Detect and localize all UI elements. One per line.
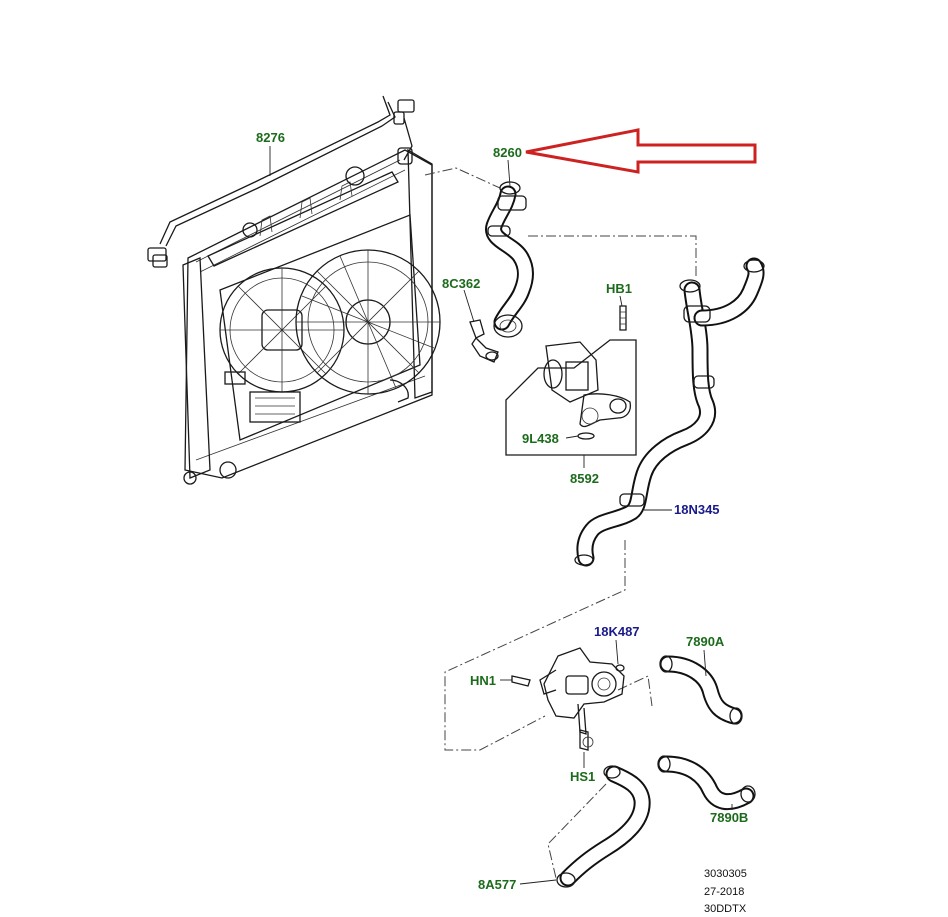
assembly-line-radiator-to-8260 xyxy=(424,167,501,189)
label-18K487: 18K487 xyxy=(594,624,640,639)
assembly-line-to-8A577 xyxy=(547,783,607,879)
reference-number: 3030305 xyxy=(704,868,747,880)
label-HB1: HB1 xyxy=(606,281,632,296)
leader-18K487 xyxy=(615,639,619,665)
leader-7890A xyxy=(703,649,707,677)
label-9L438: 9L438 xyxy=(522,431,559,446)
assembly-line-to-lower-group xyxy=(444,540,626,751)
hose-7890B xyxy=(657,755,756,811)
callout-arrow xyxy=(525,128,757,174)
label-7890A: 7890A xyxy=(686,634,725,649)
hose-18N345 xyxy=(574,257,765,567)
label-7890B: 7890B xyxy=(710,810,748,825)
sensor-harness-8276 xyxy=(147,95,415,268)
label-HN1: HN1 xyxy=(470,673,496,688)
label-8276: 8276 xyxy=(256,130,285,145)
clip-8C362 xyxy=(469,319,499,363)
leader-HB1 xyxy=(619,295,623,307)
leader-8260 xyxy=(507,159,511,187)
leader-8C362 xyxy=(463,289,475,323)
label-8592: 8592 xyxy=(570,471,599,486)
label-8A577: 8A577 xyxy=(478,877,516,892)
hose-8A577 xyxy=(556,765,651,888)
hose-7890A xyxy=(659,655,743,725)
reference-date: 27-2018 xyxy=(704,886,744,898)
assembly-line-to-upper-hose xyxy=(528,235,697,278)
reference-code: 30DDTX xyxy=(704,903,747,915)
label-HS1: HS1 xyxy=(570,769,595,784)
radiator-fan-assembly xyxy=(182,147,441,485)
label-18N345: 18N345 xyxy=(674,502,720,517)
leader-9L438 xyxy=(565,435,579,439)
leader-8A577 xyxy=(519,879,557,885)
valve-18K487 xyxy=(511,647,625,751)
hose-8260 xyxy=(485,181,534,338)
label-8C362: 8C362 xyxy=(442,276,480,291)
label-8260: 8260 xyxy=(493,145,522,160)
